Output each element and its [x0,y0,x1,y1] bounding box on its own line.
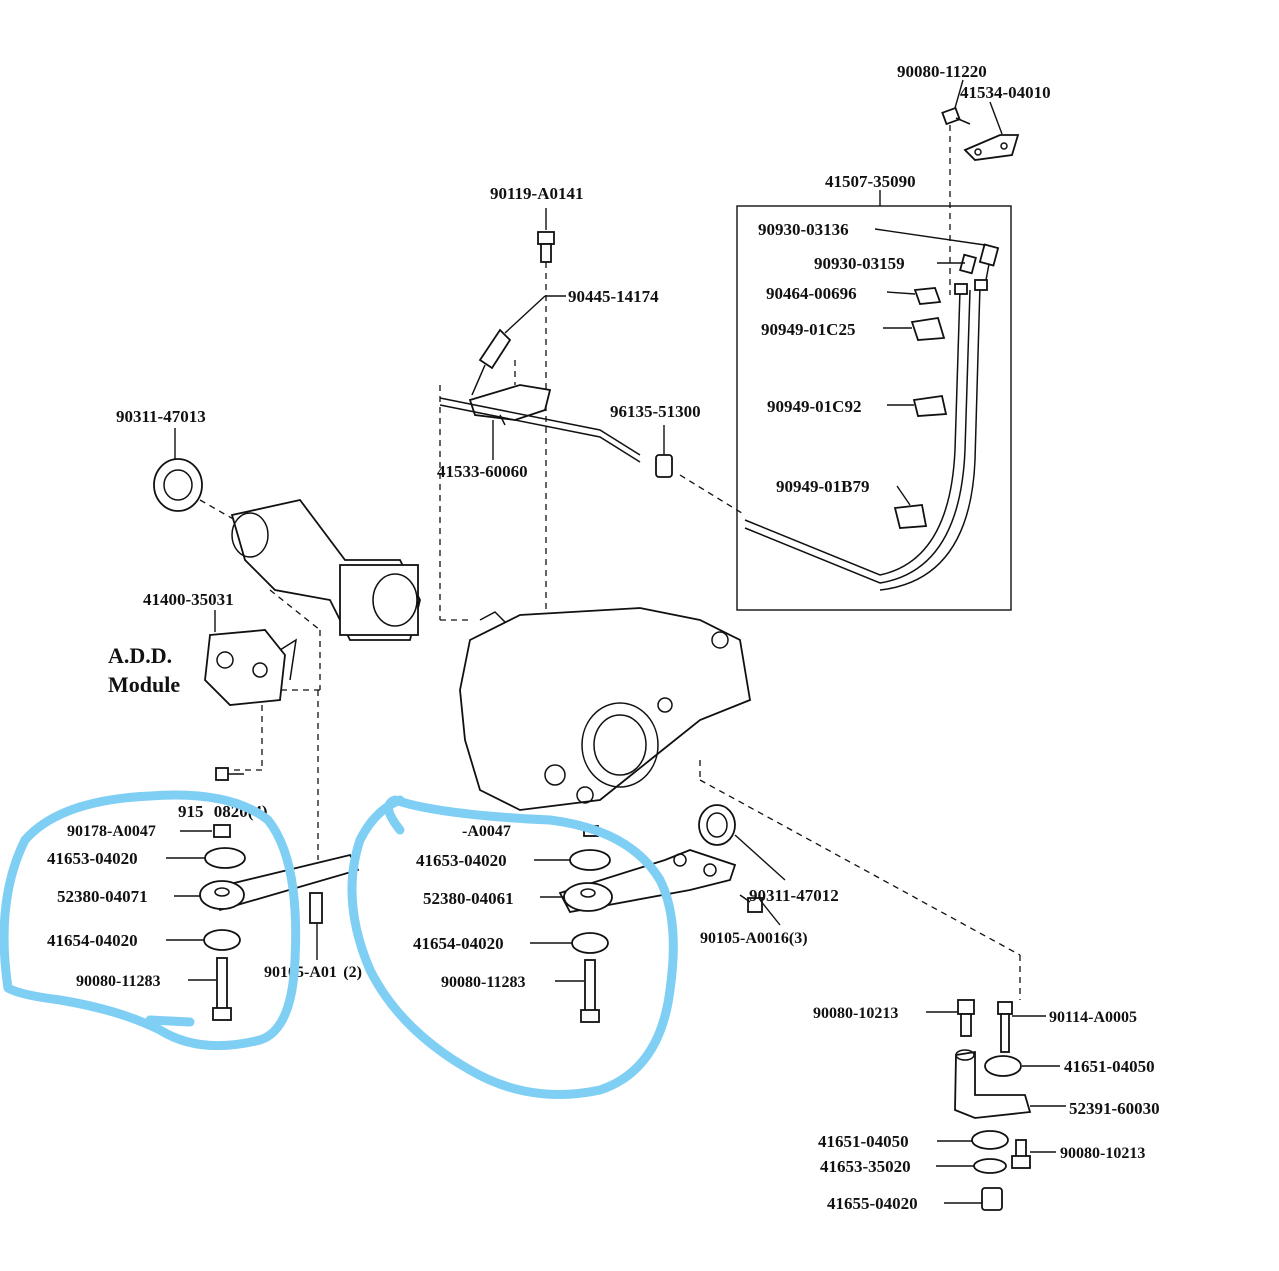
bolt-90114-A0005 [997,1001,1013,1053]
label-41653-04020-right: 41653-04020 [416,851,507,870]
label-90080-11283-right: 90080-11283 [441,974,525,991]
cushion-41654-04020-left [203,929,241,951]
label-41533-60060: 41533-60060 [437,462,528,481]
cushion-41651-04050-bottom [971,1130,1009,1150]
label-90080-10213-bottom: 90080-10213 [1060,1145,1145,1162]
label-90114-A0005: 90114-A0005 [1049,1009,1137,1026]
clip-90949-01C92 [912,394,948,417]
label-90080-11220: 90080-11220 [897,62,987,81]
label-52380-04061: 52380-04061 [423,889,514,908]
label-90311-47012: 90311-47012 [749,886,839,905]
label-90080-10213-top: 90080-10213 [813,1005,898,1022]
fitting-90930-03136 [978,243,1000,281]
label-90178-A0047-left: 90178-A0047 [67,823,156,840]
hose-90445-14174 [471,328,512,396]
label-41654-04020-left: 41654-04020 [47,931,138,950]
label-90311-47013: 90311-47013 [116,407,206,426]
label-41400-35031: 41400-35031 [143,590,234,609]
cushion-41654-04020-right [571,932,609,954]
add-module-41400-35031 [204,629,297,706]
label-96135-51300: 96135-51300 [610,402,701,421]
highlight-circle-right [347,795,678,1099]
label-add-module-line2: Module [108,672,180,697]
bracket-52391-60030 [954,1049,1032,1119]
bolt-90080-10213-bottom [1011,1139,1031,1169]
fitting-90930-03159 [959,253,977,275]
cushion-41653-04020-right [569,849,611,871]
label-41654-04020-right: 41654-04020 [413,934,504,953]
bolt-90080-11220 [941,106,971,126]
label-41651-04050-bottom: 41651-04050 [818,1132,909,1151]
label-41507-35090: 41507-35090 [825,172,916,191]
oil-seal-90311-47012 [698,804,736,846]
label-41653-04020-left: 41653-04020 [47,849,138,868]
washer-41653-35020 [973,1158,1007,1174]
label-90930-03159: 90930-03159 [814,254,905,273]
clip-90949-01B79 [893,504,928,529]
highlight-circle-left [0,790,301,1051]
assembly-box-41507 [736,205,1012,611]
label-41655-04020: 41655-04020 [827,1194,918,1213]
arm-52380-04071 [199,880,245,910]
arm-52380-04061 [563,882,613,912]
bolt-90105-A01 [309,892,323,924]
bolt-90080-11283-left [212,957,232,1021]
label-52380-04071: 52380-04071 [57,887,148,906]
label-90119-A0141: 90119-A0141 [490,184,584,203]
pipe-bracket-41533-60060 [439,384,641,463]
bolt-915-0820 [215,767,244,781]
label-90105-A01-2: 90105-A01 (2) [264,964,362,981]
bolt-90119-A0141 [537,231,555,263]
clip-90464-00696 [913,287,942,305]
oil-seal-90311-47013 [153,458,203,512]
axle-tube [230,498,421,641]
bolt-90080-11283-right [580,959,600,1023]
differential-housing [459,607,752,811]
cushion-41651-04050-top [984,1055,1022,1077]
grommet-96135-51300 [655,454,673,478]
bracket-41534-04010 [963,134,1020,161]
label-90930-03136: 90930-03136 [758,220,849,239]
label-41651-04050-top: 41651-04050 [1064,1057,1155,1076]
label-41534-04010: 41534-04010 [960,83,1051,102]
label-90080-11283-left: 90080-11283 [76,973,160,990]
bolt-90105-A0016 [739,894,763,913]
label-90464-00696: 90464-00696 [766,284,857,303]
label-41653-35020: 41653-35020 [820,1157,911,1176]
vacuum-hose-assembly [744,279,988,591]
clip-90949-01C25 [910,316,946,341]
cushion-41653-04020-left [204,847,246,869]
label-90949-01B79: 90949-01B79 [776,477,870,496]
label-90105-A0016: 90105-A0016(3) [700,930,808,947]
label-90949-01C25: 90949-01C25 [761,320,855,339]
label-90445-14174: 90445-14174 [568,287,659,306]
label-add-module-line1: A.D.D. [108,643,172,668]
label-52391-60030: 52391-60030 [1069,1099,1160,1118]
bolt-90080-10213-top [957,999,975,1037]
label-90949-01C92: 90949-01C92 [767,397,861,416]
collar-41655-04020 [981,1187,1003,1211]
nut-90178-A0047-left [213,824,231,838]
label-90178-A0047-right: -A0047 [462,823,511,840]
